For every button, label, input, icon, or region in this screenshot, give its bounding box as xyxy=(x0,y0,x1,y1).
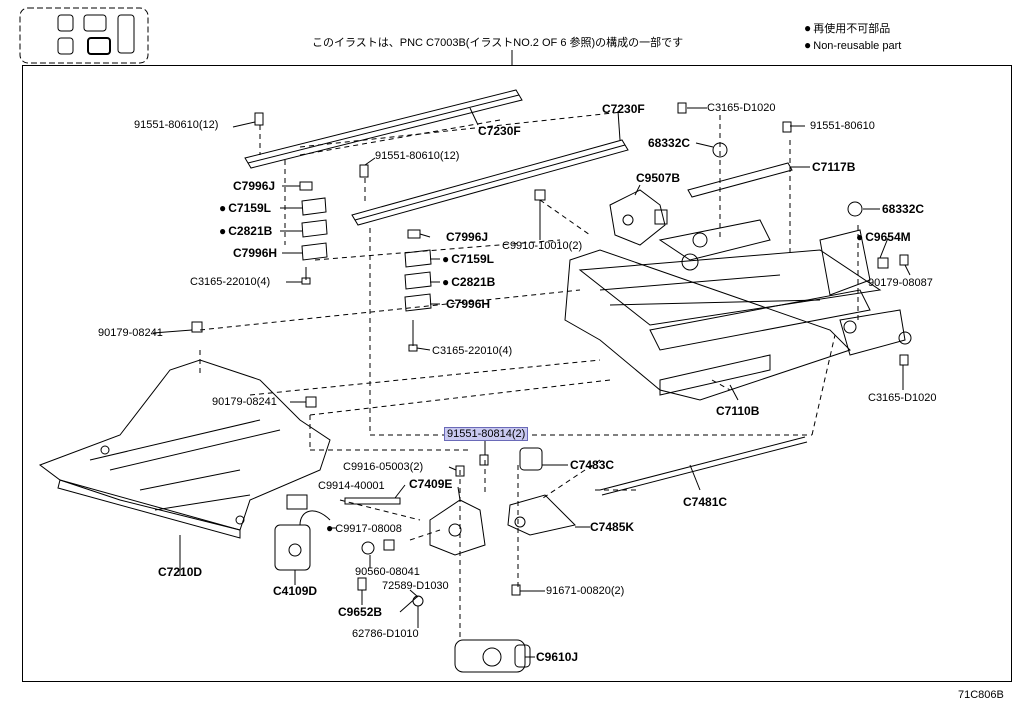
part-label-C7409E[interactable]: C7409E xyxy=(409,477,453,491)
bolt-C9916-05003 xyxy=(455,465,465,477)
part-label-C7485K[interactable]: C7485K xyxy=(590,520,635,534)
part-label-C9652B[interactable]: C9652B xyxy=(338,605,383,619)
bolt-C9914-40001 xyxy=(344,497,401,505)
bolt-90179-08087 xyxy=(899,254,909,266)
header-caption: このイラストは、PNC C7003B(イラストNO.2 OF 6 参照)の構成の… xyxy=(312,37,684,49)
part-label-C9654M[interactable]: C9654M xyxy=(856,231,910,243)
part-label-90179-08241-b[interactable]: 90179-08241 xyxy=(212,396,277,408)
part-label-C9910-10010-2[interactable]: C9910-10010(2) xyxy=(502,240,583,252)
part-label-C7117B[interactable]: C7117B xyxy=(812,160,856,174)
shaft-C7481C xyxy=(599,436,808,496)
part-label-C9507B[interactable]: C9507B xyxy=(636,171,681,185)
bolt-C3165-D1020-b xyxy=(899,354,909,366)
washer-90560-08041 xyxy=(361,541,375,555)
rail-C7117B xyxy=(687,162,793,198)
bolt-C3165-D1020-a xyxy=(677,102,687,114)
legend-item-en: Non-reusable part xyxy=(804,39,901,52)
part-label-C7110B[interactable]: C7110B xyxy=(716,404,760,418)
seat-switch-thumbnail xyxy=(19,7,149,64)
part-label-C7996H-b[interactable]: C7996H xyxy=(446,297,491,311)
part-label-68332C-a[interactable]: 68332C xyxy=(648,136,691,150)
part-label-C3165-22010-4-a[interactable]: C3165-22010(4) xyxy=(190,276,271,288)
part-label-90560-08041[interactable]: 90560-08041 xyxy=(355,566,420,578)
part-label-91551-80814-2-selected[interactable]: 91551-80814(2) xyxy=(444,427,529,441)
bolt-91551-80610-12-top xyxy=(254,112,264,126)
part-label-68332C-b[interactable]: 68332C xyxy=(882,202,925,216)
dashed-leaders xyxy=(199,111,859,640)
bracket-C7485K xyxy=(507,494,576,536)
pin-72589-D1030 xyxy=(399,595,419,613)
part-label-90179-08087[interactable]: 90179-08087 xyxy=(868,277,933,289)
part-label-C7996J-a[interactable]: C7996J xyxy=(233,179,276,193)
part-label-C7230F-b[interactable]: C7230F xyxy=(602,102,645,116)
part-label-C7210D[interactable]: C7210D xyxy=(158,565,203,579)
nut-C9654M xyxy=(877,257,889,269)
diagram-frame xyxy=(22,65,1012,682)
shim-stack-mid xyxy=(404,229,432,352)
part-label-C3165-D1020-b[interactable]: C3165-D1020 xyxy=(868,392,937,404)
rail-C7230F-left xyxy=(244,89,523,169)
motor-C9610J xyxy=(454,639,531,673)
bolt-90179-08241-a xyxy=(191,321,203,333)
part-label-91551-80610[interactable]: 91551-80610 xyxy=(810,120,875,132)
part-label-C7483C[interactable]: C7483C xyxy=(570,458,615,472)
part-label-C9914-40001[interactable]: C9914-40001 xyxy=(318,480,385,492)
part-label-C3165-22010-4-b[interactable]: C3165-22010(4) xyxy=(432,345,513,357)
nut-C9917-08008 xyxy=(383,539,395,551)
part-label-C7159L-a[interactable]: C7159L xyxy=(219,202,271,214)
bracket-C9507B xyxy=(609,189,668,246)
part-label-C7230F-a[interactable]: C7230F xyxy=(478,124,521,138)
part-label-C9917-08008[interactable]: C9917-08008 xyxy=(326,522,402,535)
part-label-C7159L-b[interactable]: C7159L xyxy=(442,253,494,265)
collar-68332C-a xyxy=(712,142,728,158)
part-label-C7996H-a[interactable]: C7996H xyxy=(233,246,278,260)
bolt-91551-80610 xyxy=(782,121,792,133)
part-label-72589-D1030[interactable]: 72589-D1030 xyxy=(382,580,449,592)
rail-C7230F-right xyxy=(351,139,629,226)
bushing-C7483C xyxy=(519,447,543,471)
part-label-91671-00820-2[interactable]: 91671-00820(2) xyxy=(546,585,625,597)
part-label-91551-80610-12-mid[interactable]: 91551-80610(12) xyxy=(375,150,460,162)
frame-C7110B xyxy=(564,219,912,401)
part-label-62786-D1010[interactable]: 62786-D1010 xyxy=(352,628,419,640)
part-label-C4109D[interactable]: C4109D xyxy=(273,584,318,598)
bolt-91551-80814 xyxy=(479,454,489,466)
part-label-C9916-05003-2[interactable]: C9916-05003(2) xyxy=(343,461,424,473)
collar-68332C-b xyxy=(847,201,863,217)
bolt-91551-80610-12-mid xyxy=(359,164,369,178)
switch-icons xyxy=(57,14,135,55)
part-label-C7996J-b[interactable]: C7996J xyxy=(446,230,489,244)
part-label-91551-80610-12-top[interactable]: 91551-80610(12) xyxy=(134,119,219,131)
legend-item-ja: 再使用不可部品 xyxy=(804,22,890,35)
part-label-C2821B-b[interactable]: C2821B xyxy=(442,276,495,288)
figure-code: 71C806B xyxy=(958,689,1004,701)
part-label-C2821B-a[interactable]: C2821B xyxy=(219,225,272,237)
cover-C7210D xyxy=(38,359,331,565)
part-label-90179-08241-a[interactable]: 90179-08241 xyxy=(98,327,163,339)
sensor-C4109D xyxy=(274,494,331,571)
part-label-C3165-D1020-a[interactable]: C3165-D1020 xyxy=(707,102,776,114)
bolt-91671-00820 xyxy=(511,584,521,596)
part-label-C7481C[interactable]: C7481C xyxy=(683,495,728,509)
part-label-C9610J[interactable]: C9610J xyxy=(536,650,579,664)
